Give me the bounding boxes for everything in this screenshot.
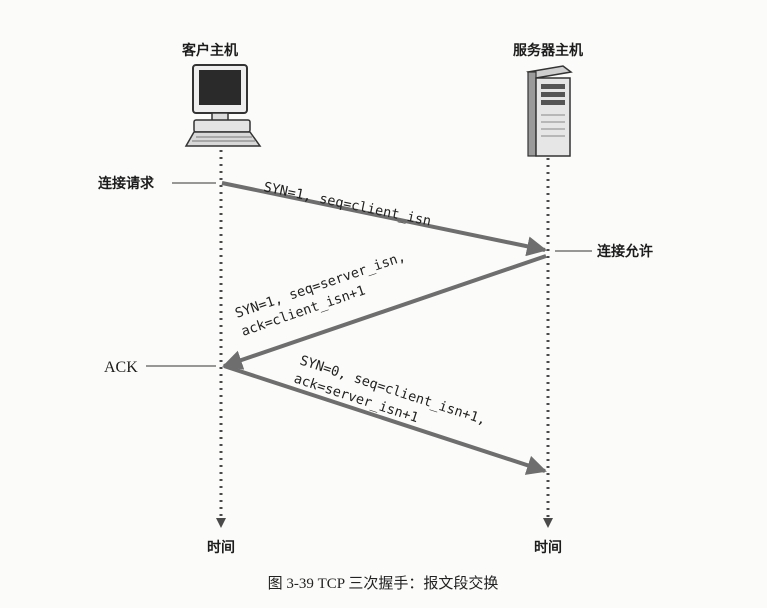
connection-granted-label: 连接允许 [597, 243, 653, 260]
ack-event-label: ACK [104, 359, 138, 376]
client-timeline-arrowhead [216, 518, 226, 528]
server-time-label: 时间 [534, 539, 562, 556]
client-host-label: 客户主机 [181, 42, 238, 59]
figure-caption: 图 3-39 TCP 三次握手：报文段交换 [268, 574, 499, 592]
connection-request-label: 连接请求 [98, 175, 155, 192]
server-host-label: 服务器主机 [513, 42, 583, 59]
syn-arrow [221, 181, 547, 257]
syn-message-label: SYN=1, seq=client_isn [262, 179, 432, 229]
synack-arrow [222, 254, 547, 370]
desktop-computer-icon [184, 64, 262, 147]
server-tower-icon [526, 65, 573, 157]
server-timeline-arrowhead [543, 518, 553, 528]
client-time-label: 时间 [207, 539, 235, 556]
ack-arrow [223, 364, 547, 475]
